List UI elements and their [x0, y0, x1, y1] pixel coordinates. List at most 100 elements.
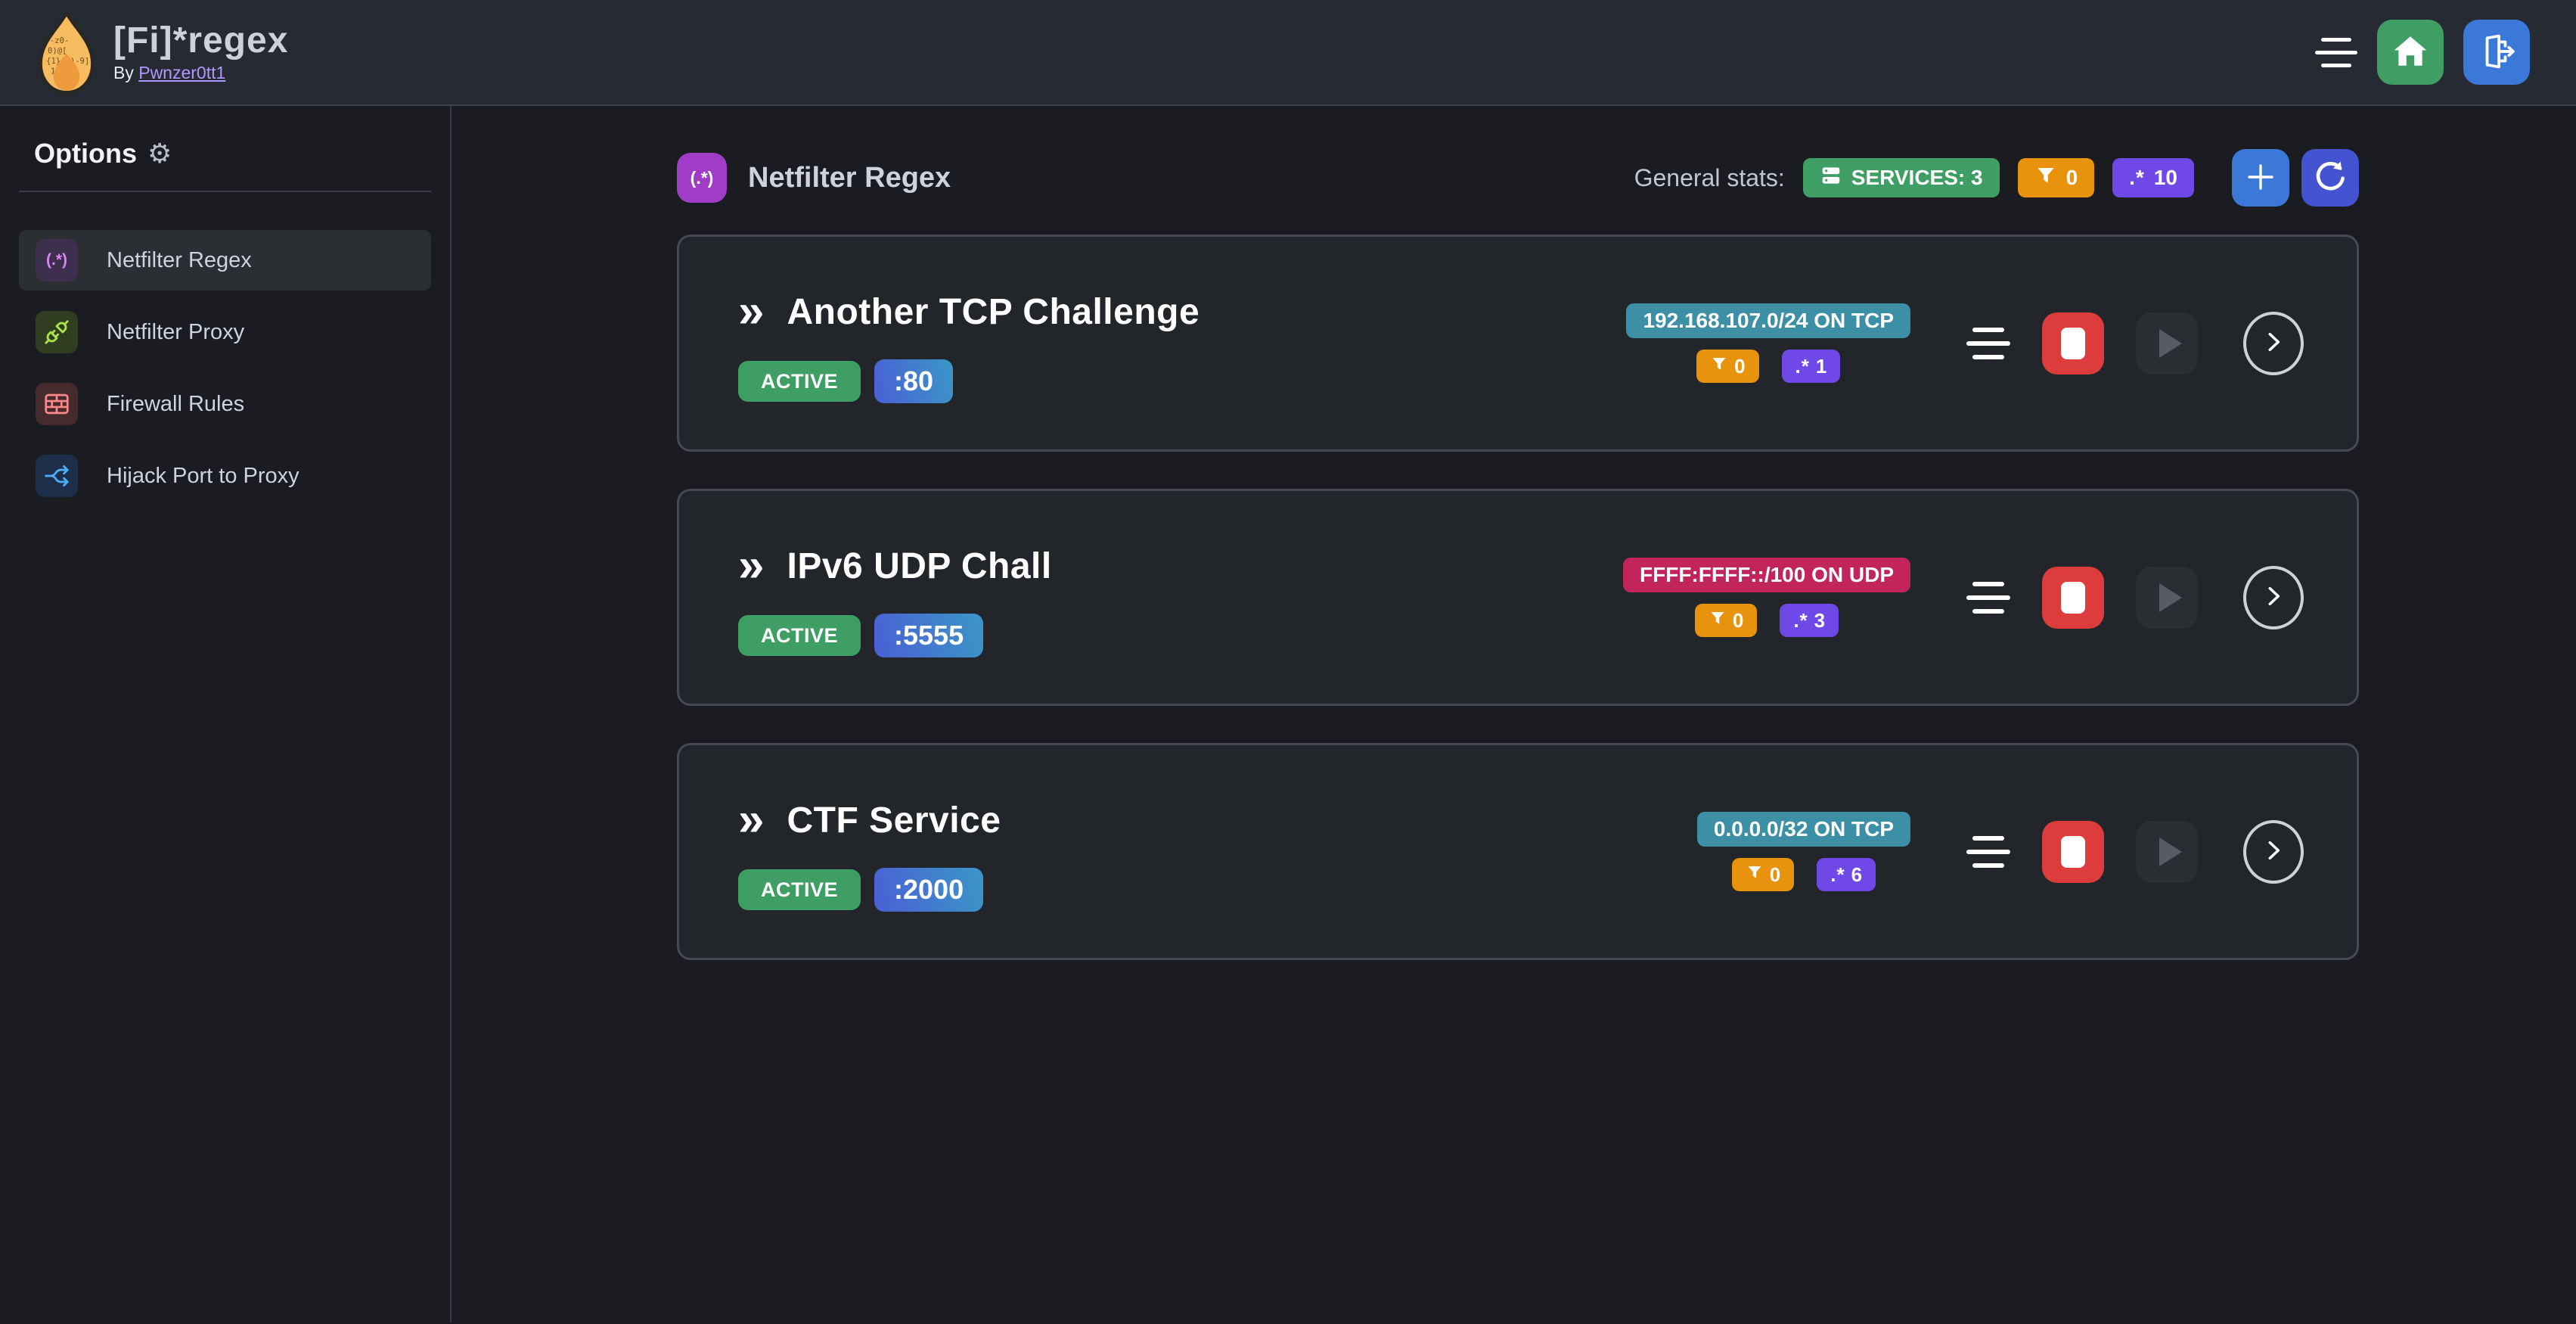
double-chevron-icon: » [738, 539, 765, 592]
regexes-count-label: 10 [2153, 166, 2177, 189]
sidebar-item-label: Netfilter Regex [107, 247, 252, 272]
play-icon [2159, 328, 2182, 358]
service-title: IPv6 UDP Chall [787, 545, 1052, 586]
section-title: Netfilter Regex [748, 161, 951, 194]
plus-icon [2242, 159, 2279, 197]
expand-service-button[interactable] [2243, 819, 2304, 884]
split-arrows-icon [36, 455, 78, 497]
play-button [2136, 312, 2198, 375]
regexes-count: 3 [1814, 608, 1826, 632]
chevron-right-icon [2259, 328, 2288, 359]
play-icon [2159, 837, 2182, 866]
add-service-button[interactable] [2232, 149, 2289, 207]
address-badge: 192.168.107.0/24 ON TCP [1626, 303, 1910, 338]
service-card[interactable]: » CTF Service ACTIVE :2000 0.0.0.0/32 ON… [677, 743, 2359, 960]
sidebar-item-label: Netfilter Proxy [107, 319, 245, 344]
filters-count: 0 [1769, 862, 1781, 886]
stop-button[interactable] [2042, 312, 2104, 375]
service-menu-icon[interactable] [1966, 327, 2010, 359]
double-chevron-icon: » [738, 794, 765, 846]
main-content: (.*) Netfilter Regex General stats: [452, 106, 2576, 1322]
regex-icon: (.*) [36, 239, 78, 281]
regex-glyph-icon: .* [2129, 166, 2145, 189]
sidebar-heading-label: Options [34, 138, 137, 169]
port-badge: :5555 [874, 614, 984, 657]
port-badge: :80 [874, 359, 954, 403]
status-badge: ACTIVE [738, 615, 861, 656]
sidebar-divider [19, 191, 431, 192]
gear-icon: ⚙ [147, 138, 172, 169]
sidebar-item-netfilter-regex[interactable]: (.*) Netfilter Regex [19, 230, 431, 291]
funnel-icon [1709, 609, 1727, 632]
expand-service-button[interactable] [2243, 565, 2304, 629]
regexes-count: 1 [1815, 354, 1827, 378]
regexes-badge: .* 1 [1781, 350, 1841, 383]
stop-icon [2061, 581, 2085, 614]
port-badge: :2000 [874, 868, 984, 912]
stop-button[interactable] [2042, 820, 2104, 883]
address-badge: FFFF:FFFF::/100 ON UDP [1623, 558, 1910, 592]
service-card[interactable]: » Another TCP Challenge ACTIVE :80 192.1… [677, 235, 2359, 452]
service-menu-icon[interactable] [1966, 835, 2010, 868]
filters-count: 0 [1734, 354, 1746, 378]
logout-button[interactable] [2463, 20, 2530, 85]
refresh-button[interactable] [2301, 149, 2359, 207]
double-chevron-icon: » [738, 285, 765, 337]
byline: By Pwnzer0tt1 [113, 63, 288, 83]
filters-count: 0 [1732, 608, 1744, 632]
sidebar-nav: (.*) Netfilter Regex Netfilter Proxy [19, 230, 431, 506]
plug-icon [36, 311, 78, 353]
chevron-right-icon [2259, 582, 2288, 613]
stop-button[interactable] [2042, 566, 2104, 629]
service-menu-icon[interactable] [1966, 581, 2010, 614]
address-badge: 0.0.0.0/32 ON TCP [1696, 812, 1910, 847]
status-badge: ACTIVE [738, 869, 861, 910]
sidebar-item-label: Firewall Rules [107, 391, 245, 416]
stop-icon [2061, 835, 2085, 868]
regexes-count-badge: .* 10 [2112, 158, 2194, 197]
home-button[interactable] [2377, 20, 2444, 85]
funnel-icon [2034, 164, 2057, 192]
app-header: -z0- 0)@[ {1}|.)-9] 1 ~ z] [Fi]*regex By… [0, 0, 2576, 106]
filters-badge: 0 [1731, 858, 1795, 891]
chevron-right-icon [2259, 836, 2288, 867]
play-icon [2159, 583, 2182, 612]
byline-prefix: By [113, 63, 134, 83]
sidebar-item-hijack-port[interactable]: Hijack Port to Proxy [19, 446, 431, 506]
filters-badge: 0 [1694, 604, 1758, 637]
svg-text:0)@[: 0)@[ [48, 47, 67, 56]
regexes-count: 6 [1851, 862, 1863, 886]
general-stats-label: General stats: [1634, 163, 1785, 191]
regex-glyph-icon: .* [1795, 354, 1810, 378]
refresh-icon [2312, 159, 2348, 197]
filters-count-badge: 0 [2017, 158, 2095, 197]
regex-glyph-icon: .* [1793, 608, 1808, 632]
flame-logo-icon: -z0- 0)@[ {1}|.)-9] 1 ~ z] [30, 10, 103, 95]
play-button [2136, 566, 2198, 629]
app-title: [Fi]*regex [113, 20, 289, 61]
home-icon [2391, 33, 2429, 73]
service-title: CTF Service [787, 800, 1001, 841]
server-icon [1820, 164, 1842, 192]
sidebar-item-netfilter-proxy[interactable]: Netfilter Proxy [19, 302, 431, 362]
funnel-icon [1710, 355, 1728, 378]
expand-service-button[interactable] [2243, 311, 2304, 375]
sidebar-heading: Options ⚙ [19, 138, 431, 169]
regexes-badge: .* 3 [1780, 604, 1839, 637]
svg-text:-z0-: -z0- [50, 36, 69, 45]
sidebar: Options ⚙ (.*) Netfilter Regex Netfilter… [0, 106, 452, 1322]
service-title: Another TCP Challenge [787, 291, 1200, 332]
regex-glyph-icon: .* [1830, 862, 1845, 886]
author-link[interactable]: Pwnzer0tt1 [138, 63, 226, 83]
logout-icon [2478, 33, 2515, 73]
firewall-icon [36, 383, 78, 425]
service-card[interactable]: » IPv6 UDP Chall ACTIVE :5555 FFFF:FFFF:… [677, 489, 2359, 706]
sidebar-item-label: Hijack Port to Proxy [107, 463, 299, 488]
section-regex-icon: (.*) [677, 153, 727, 203]
sidebar-item-firewall-rules[interactable]: Firewall Rules [19, 374, 431, 434]
filters-badge: 0 [1696, 350, 1759, 383]
services-count-label: SERVICES: 3 [1851, 166, 1983, 189]
menu-icon[interactable] [2315, 37, 2357, 67]
services-count-badge: SERVICES: 3 [1802, 158, 2000, 197]
service-list: » Another TCP Challenge ACTIVE :80 192.1… [677, 235, 2359, 960]
